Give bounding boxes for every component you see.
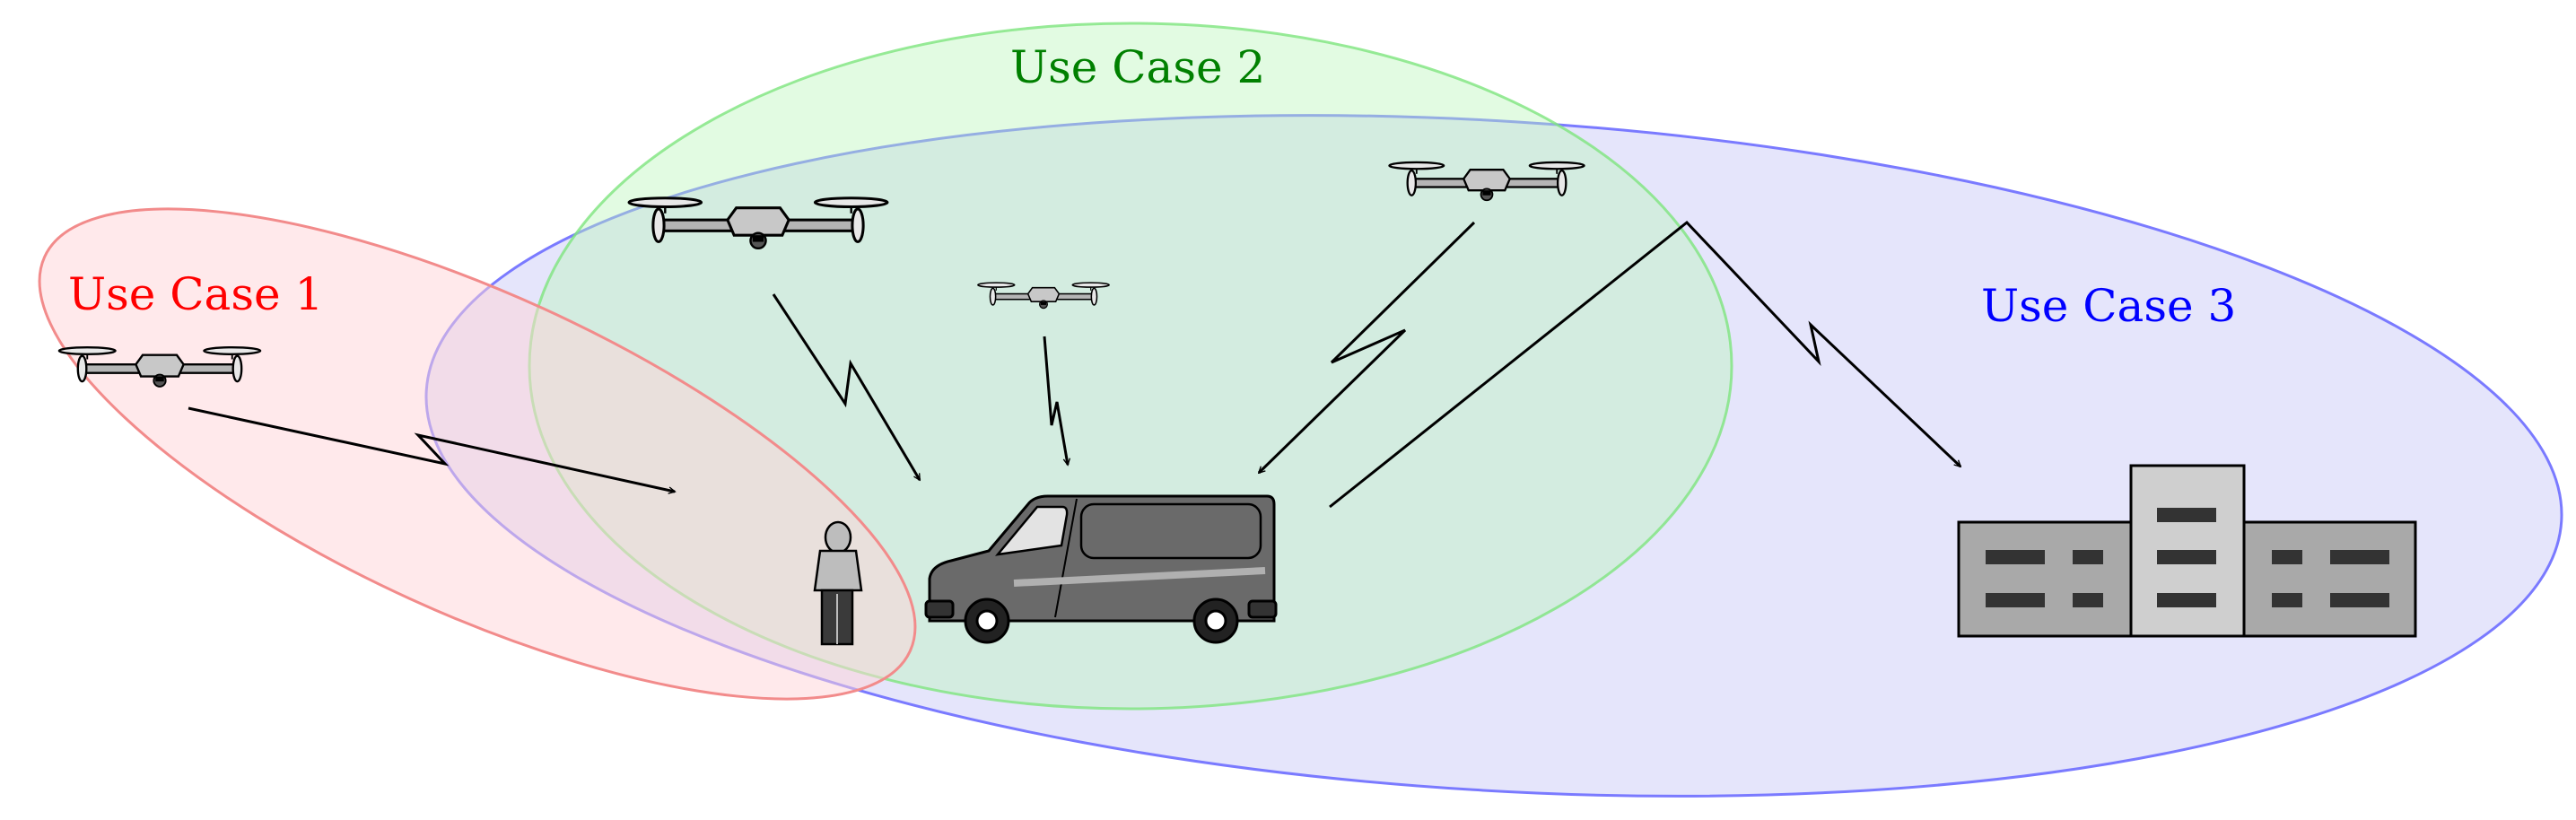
use-case-3-label: Use Case 3 <box>1981 280 2236 332</box>
building-icon <box>1957 464 2417 638</box>
use-case-1-label: Use Case 1 <box>68 268 323 320</box>
wireless-link-drone1-to-person <box>188 406 675 492</box>
person-icon <box>813 520 863 646</box>
wireless-link-drone2-to-van <box>772 293 921 480</box>
use-case-1-region <box>38 207 917 701</box>
wireless-link-van-to-building <box>1329 220 1960 509</box>
delivery-van-icon <box>924 494 1278 644</box>
wireless-link-drone4-to-van <box>1259 221 1476 473</box>
wireless-link-drone3-to-van <box>1043 336 1068 465</box>
use-case-2-label: Use Case 2 <box>1010 41 1265 93</box>
